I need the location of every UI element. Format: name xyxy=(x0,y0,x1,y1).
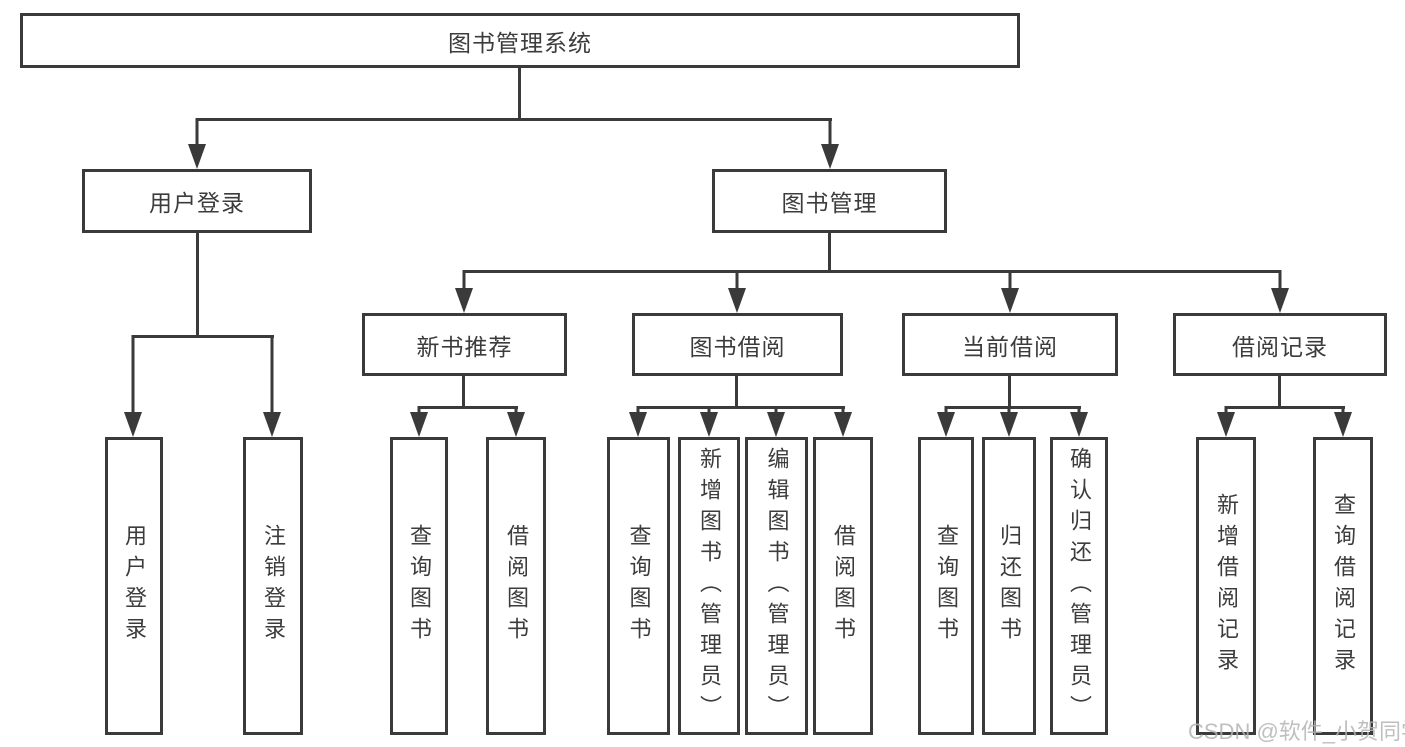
node-borrowing-records: 借阅记录 xyxy=(1173,313,1387,376)
arrow-down-icon xyxy=(628,406,648,437)
connector-recommend-stem xyxy=(462,376,465,406)
leaf-logout: 注销登录 xyxy=(243,437,303,735)
leaf-return-book: 归还图书 xyxy=(982,437,1036,735)
node-library-system: 图书管理系统 xyxy=(20,13,1020,68)
arrow-down-icon xyxy=(409,406,429,437)
leaf-add-book-admin: 新增图书（管理员） xyxy=(678,437,740,735)
connector-records-bus xyxy=(1225,406,1345,409)
connector-mgmt-stem xyxy=(828,233,831,270)
connector-records-stem xyxy=(1278,376,1281,406)
connector-borrowing-bus xyxy=(637,406,845,409)
connector-borrowing-stem xyxy=(735,376,738,406)
leaf-confirm-return-admin: 确认归还（管理员） xyxy=(1050,437,1108,735)
connector-login-stem xyxy=(196,233,199,335)
arrow-down-icon xyxy=(1000,270,1020,313)
arrow-down-icon xyxy=(833,406,853,437)
arrow-down-icon xyxy=(123,335,143,437)
connector-root-bus xyxy=(196,118,832,121)
leaf-add-borrow-record: 新增借阅记录 xyxy=(1196,437,1256,735)
arrow-down-icon xyxy=(506,406,526,437)
leaf-query-books-recommend: 查询图书 xyxy=(390,437,448,735)
node-new-book-recommendation: 新书推荐 xyxy=(362,313,567,376)
arrow-down-icon xyxy=(1333,406,1353,437)
leaf-user-login: 用户登录 xyxy=(105,437,163,735)
arrow-down-icon xyxy=(1216,406,1236,437)
connector-root-stem xyxy=(518,68,521,118)
csdn-watermark: CSDN @软件_小贺同学 xyxy=(1188,719,1405,744)
arrow-down-icon xyxy=(262,335,282,437)
arrow-down-icon xyxy=(727,270,747,313)
leaf-borrow-books-recommend: 借阅图书 xyxy=(486,437,546,735)
arrow-down-icon xyxy=(766,406,786,437)
leaf-query-borrow-record: 查询借阅记录 xyxy=(1313,437,1373,735)
arrow-down-icon xyxy=(999,406,1019,437)
leaf-borrow-books-borrowing: 借阅图书 xyxy=(813,437,873,735)
arrow-down-icon xyxy=(454,270,474,313)
leaf-query-books-borrowing: 查询图书 xyxy=(607,437,670,735)
arrow-down-icon xyxy=(187,118,207,169)
connector-current-stem xyxy=(1008,376,1011,406)
connector-login-bus xyxy=(132,335,274,338)
arrow-down-icon xyxy=(699,406,719,437)
node-book-borrowing: 图书借阅 xyxy=(632,313,843,376)
arrow-down-icon xyxy=(820,118,840,169)
arrow-down-icon xyxy=(1069,406,1089,437)
leaf-edit-book-admin: 编辑图书（管理员） xyxy=(745,437,808,735)
node-current-borrowing: 当前借阅 xyxy=(902,313,1118,376)
arrow-down-icon xyxy=(1270,270,1290,313)
arrow-down-icon xyxy=(936,406,956,437)
connector-recommend-bus xyxy=(418,406,518,409)
connector-mgmt-bus xyxy=(463,270,1281,273)
node-user-login: 用户登录 xyxy=(82,169,312,233)
leaf-query-books-current: 查询图书 xyxy=(918,437,974,735)
node-book-management: 图书管理 xyxy=(712,169,947,233)
